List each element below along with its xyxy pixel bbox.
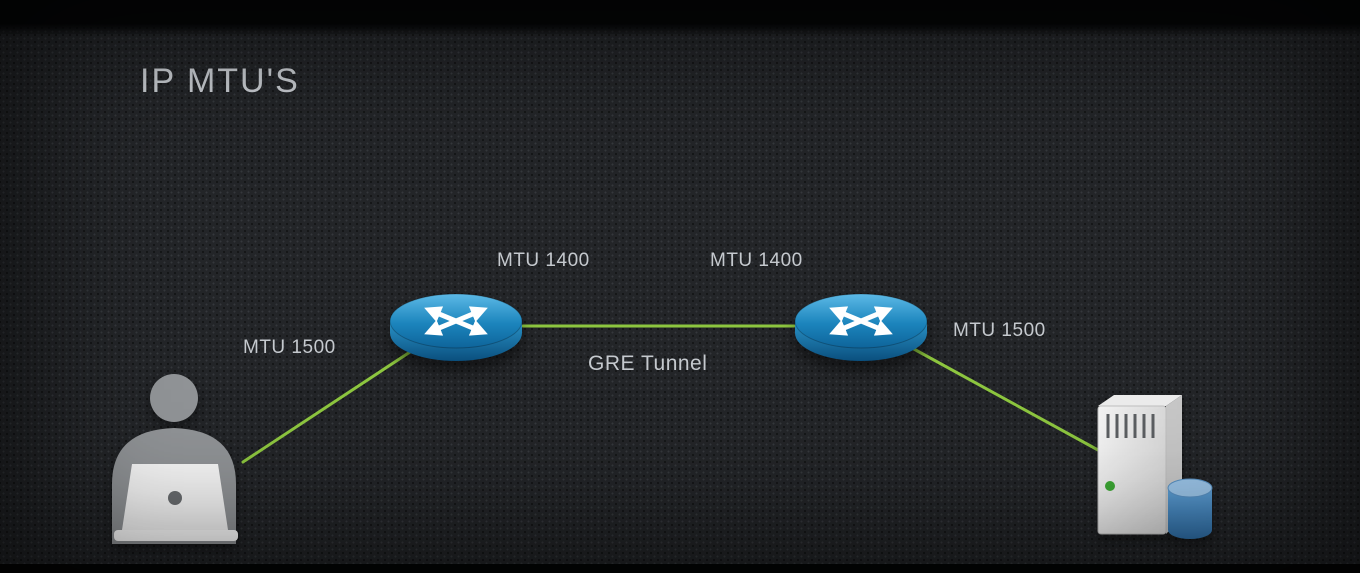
node-client (98, 372, 258, 549)
slide-title: IP MTU'S (140, 62, 300, 100)
label-mtu-router2-tunnel: MTU 1400 (710, 250, 803, 271)
link-client-to-router1 (241, 350, 412, 464)
label-gre-tunnel: GRE Tunnel (588, 352, 708, 375)
label-mtu-router1-tunnel: MTU 1400 (497, 250, 590, 271)
letterbox-top (0, 0, 1360, 34)
node-router1 (386, 281, 526, 372)
label-mtu-left-link: MTU 1500 (243, 337, 336, 358)
label-mtu-right-link: MTU 1500 (953, 320, 1046, 341)
letterbox-bottom (0, 564, 1360, 573)
link-router2-to-server (910, 346, 1100, 452)
server-database-icon (1097, 395, 1213, 539)
node-router2 (791, 281, 931, 372)
server-led (1105, 481, 1115, 491)
node-server (1086, 392, 1214, 549)
router-icon (389, 293, 523, 361)
person-laptop-icon (112, 374, 238, 544)
router-icon (794, 293, 928, 361)
